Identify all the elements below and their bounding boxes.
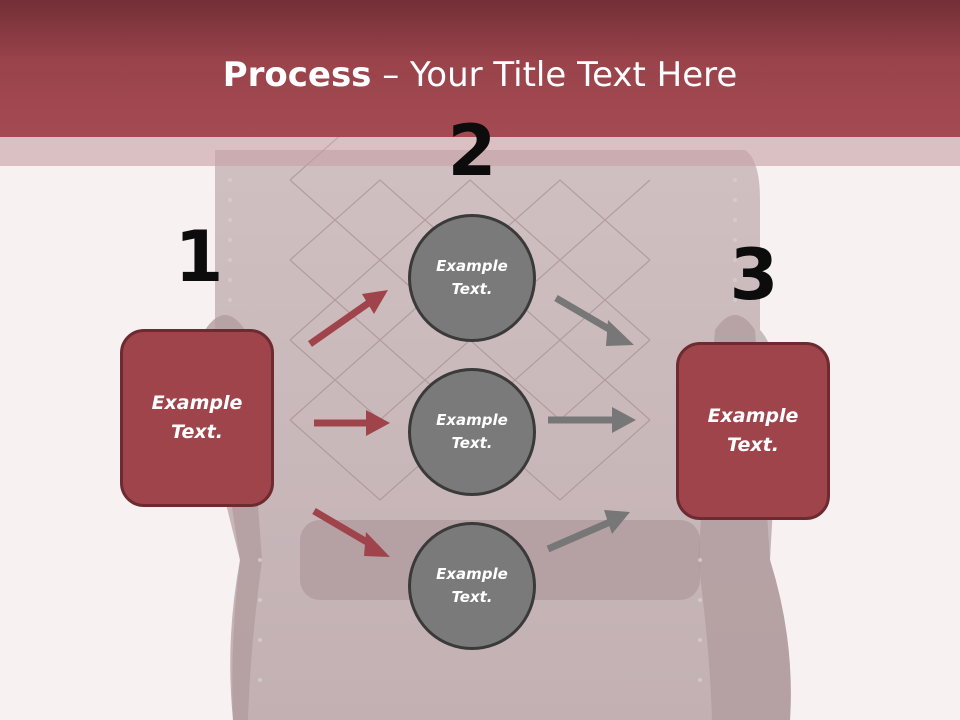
title-bold: Process <box>222 55 372 95</box>
circle-text: Example Text. <box>436 565 508 606</box>
circle-text: Example Text. <box>436 257 508 298</box>
arrow-middle-to-right <box>548 407 636 433</box>
arrow-bottom-to-right <box>546 510 630 553</box>
arrow-left-to-top <box>307 290 388 347</box>
left-box-text: Example Text. <box>151 392 243 443</box>
page-title: Process – Your Title Text Here <box>0 54 960 96</box>
circle-node-middle: Example Text. <box>408 368 536 496</box>
step-number-2: 2 <box>447 110 497 192</box>
circle-node-bottom: Example Text. <box>408 522 536 650</box>
right-box-text: Example Text. <box>707 405 799 456</box>
step-number-1: 1 <box>174 216 224 298</box>
left-box: Example Text. <box>120 329 274 507</box>
circle-text: Example Text. <box>436 411 508 452</box>
right-box: Example Text. <box>676 342 830 520</box>
arrow-left-to-middle <box>314 410 390 436</box>
title-bar-band <box>0 137 960 166</box>
arrow-left-to-bottom <box>312 507 390 557</box>
arrow-top-to-right <box>554 294 634 346</box>
circle-node-top: Example Text. <box>408 214 536 342</box>
title-rest: – Your Title Text Here <box>371 55 738 95</box>
title-bar <box>0 0 960 137</box>
step-number-3: 3 <box>729 234 779 316</box>
